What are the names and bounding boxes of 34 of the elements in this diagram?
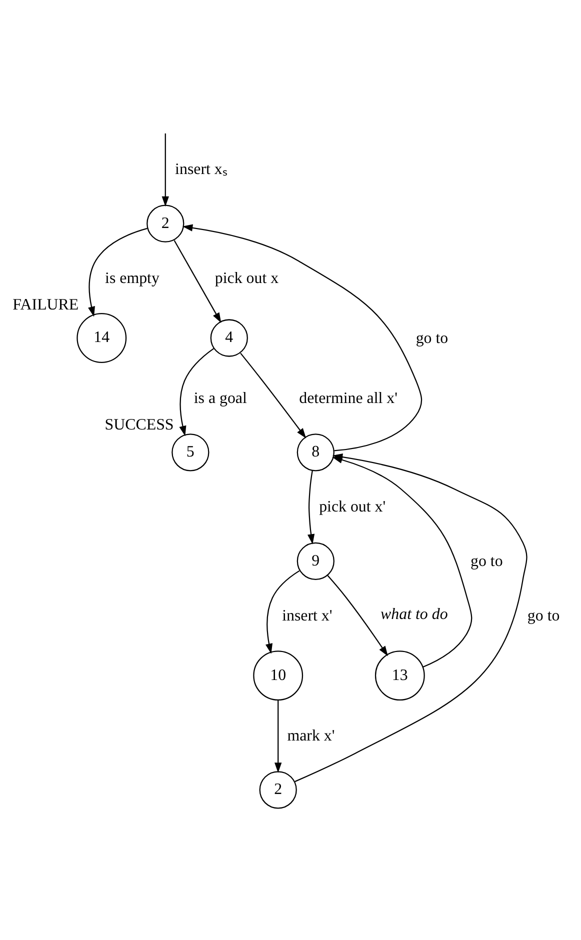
arrow [308, 470, 315, 544]
edge-label: is empty [105, 269, 160, 286]
edge-label: insert x' [282, 606, 332, 624]
edge-label: is a goal [194, 389, 247, 406]
arrow [274, 699, 282, 772]
edge-label: pick out x [214, 269, 279, 286]
node-circle: 13 [374, 650, 425, 700]
arrow [179, 348, 214, 436]
edge-label: insert xₛ [175, 160, 228, 178]
arrow [266, 570, 300, 654]
arrow [182, 224, 422, 451]
arrow [294, 452, 528, 782]
node-circle: 14 [76, 312, 127, 362]
node-circle: 4 [210, 318, 248, 356]
edge-label: go to [416, 329, 448, 346]
edge-label: go to [470, 552, 503, 570]
edge-label: mark x' [287, 726, 335, 744]
node-circle: 2 [259, 770, 297, 808]
node-circle: 9 [296, 542, 334, 580]
node-circle: 8 [296, 433, 334, 471]
arrow [174, 240, 222, 322]
edge-label: go to [527, 606, 560, 624]
arrow [162, 132, 169, 206]
edge-label: pick out x' [319, 498, 386, 516]
edge-label: determine all x' [299, 389, 398, 406]
node-label: SUCCESS [104, 416, 174, 434]
arrow [327, 574, 388, 656]
arrow [88, 227, 148, 316]
node-circle: 10 [253, 650, 304, 700]
node-circle: 2 [146, 204, 184, 242]
edge-label: what to do [380, 606, 448, 623]
arrow [240, 352, 306, 438]
node-circle: 5 [172, 433, 210, 471]
node-label: FAILURE [12, 296, 79, 314]
